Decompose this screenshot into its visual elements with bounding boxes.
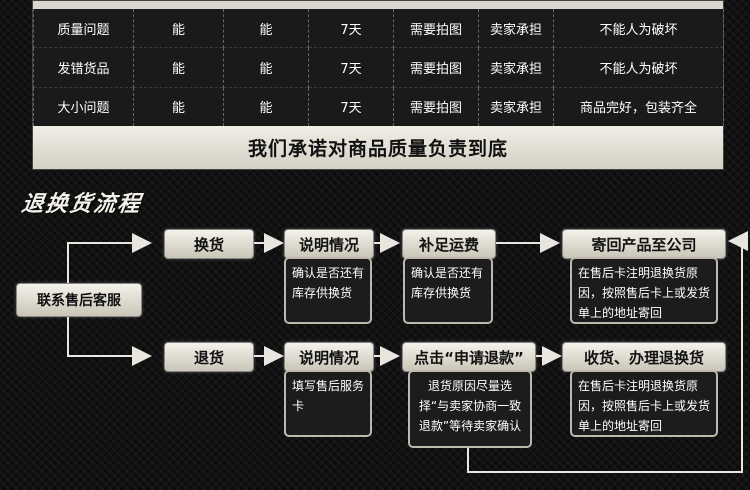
table-cell: 需要拍图 [393, 9, 479, 48]
table-cell: 大小问题 [33, 86, 134, 126]
table-cell: 卖家承担 [478, 9, 554, 48]
table-top-strip [33, 1, 723, 9]
table-cell: 需要拍图 [393, 47, 479, 88]
arrow-loop-back [467, 231, 748, 473]
arrow-start-to-exchange [67, 233, 152, 283]
exchange-step2-note: 确认是否还有库存供换货 [403, 257, 493, 324]
exchange-step3-box: 寄回产品至公司 [562, 229, 726, 259]
refund-step2-note: 退货原因尽量选择“与卖家协商一致退款”等待卖家确认 [408, 370, 532, 448]
table-cell: 能 [223, 86, 309, 126]
table-cell: 卖家承担 [478, 86, 554, 126]
refund-step1-note: 填写售后服务卡 [284, 370, 372, 437]
table-cell: 7天 [308, 86, 394, 126]
table-cell: 商品完好，包装齐全 [553, 86, 724, 126]
table-cell: 质量问题 [33, 9, 134, 48]
table-cell: 能 [133, 86, 224, 126]
refund-step3-box: 收货、办理退换货 [562, 342, 726, 372]
refund-box: 退货 [164, 342, 254, 372]
exchange-step1-box: 说明情况 [284, 229, 374, 259]
table-cell: 7天 [308, 9, 394, 48]
quality-commitment-banner: 我们承诺对商品质量负责到底 [33, 126, 723, 169]
refund-step2-box: 点击“申请退款” [402, 342, 536, 372]
table-cell: 需要拍图 [393, 86, 479, 126]
contact-support-box: 联系售后客服 [16, 283, 142, 317]
table-cell: 7天 [308, 47, 394, 88]
arrow-start-to-refund [67, 315, 152, 366]
exchange-step2-box: 补足运费 [402, 229, 496, 259]
table-cell: 能 [223, 9, 309, 48]
table-cell: 不能人为破坏 [553, 47, 724, 88]
refund-step3-note: 在售后卡注明退换货原因，按照售后卡上或发货单上的地址寄回 [570, 370, 718, 437]
refund-step1-box: 说明情况 [284, 342, 374, 372]
table-cell: 能 [223, 47, 309, 88]
table-cell: 不能人为破坏 [553, 9, 724, 48]
exchange-step1-note: 确认是否还有库存供换货 [284, 257, 372, 324]
table-cell: 卖家承担 [478, 47, 554, 88]
table-cell: 能 [133, 47, 224, 88]
table-cell: 发错货品 [33, 47, 134, 88]
exchange-box: 换货 [164, 229, 254, 259]
exchange-step3-note: 在售后卡注明退换货原因，按照售后卡上或发货单上的地址寄回 [570, 257, 718, 324]
